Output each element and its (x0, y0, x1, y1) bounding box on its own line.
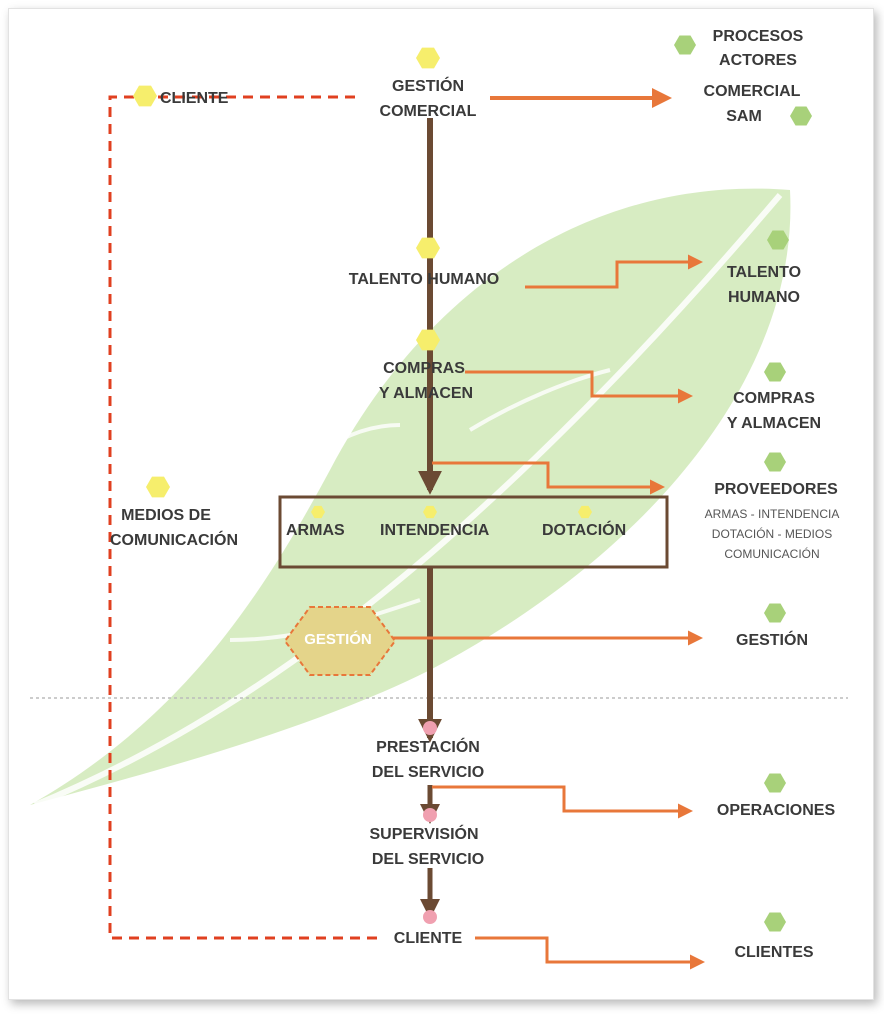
label-gestion-hexagon: GESTIÓN (304, 631, 372, 648)
label-proveedores-sub-1: ARMAS - INTENDENCIA (704, 507, 840, 521)
arrow-proveedores (432, 461, 665, 495)
label-clientes: CLIENTES (734, 944, 814, 961)
label-prestacion-1: PRESTACIÓN (376, 739, 480, 756)
label-proveedores-sub-2: DOTACIÓN - MEDIOS (711, 527, 833, 541)
label-supervision-1: SUPERVISIÓN (369, 826, 479, 843)
label-gestion-comercial-2: COMERCIAL (379, 103, 477, 120)
hex-right-gestion (764, 603, 786, 623)
header-procesos: PROCESOS (712, 28, 804, 45)
label-right-compras-2: Y ALMACEN (726, 415, 822, 432)
label-medios-1: MEDIOS DE (121, 507, 211, 524)
hex-proveedores (764, 452, 786, 472)
label-right-talento-2: HUMANO (728, 289, 800, 306)
gestion-hexagon (283, 606, 397, 676)
header-comercial: COMERCIAL (703, 83, 801, 100)
label-gestion-comercial-1: GESTIÓN (391, 78, 465, 95)
hex-cliente-top (133, 85, 157, 107)
pink-dot-cliente (423, 910, 437, 924)
hex-procesos-actores (674, 35, 696, 55)
label-medios-2: COMUNICACIÓN (110, 532, 238, 549)
pink-dot-prestacion (423, 721, 437, 735)
hex-gestion-comercial (416, 47, 440, 69)
label-cliente-bottom: CLIENTE (393, 930, 463, 947)
arrow-clientes (475, 936, 705, 970)
label-right-compras-1: COMPRAS (733, 390, 815, 407)
feedback-loop-line (108, 95, 380, 940)
hex-right-talento (767, 230, 789, 250)
hex-compras (416, 329, 440, 351)
hex-dotacion (578, 505, 592, 519)
hex-talento-humano (416, 237, 440, 259)
label-operaciones: OPERACIONES (716, 802, 836, 819)
label-prestacion-2: DEL SERVICIO (371, 764, 485, 781)
header-actores: ACTORES (719, 52, 797, 69)
label-supervision-2: DEL SERVICIO (371, 851, 485, 868)
label-right-talento-1: TALENTO (726, 264, 802, 281)
arrow-talento-humano (525, 254, 703, 289)
hex-armas (311, 505, 325, 519)
label-cliente-top: CLIENTE (160, 90, 229, 107)
hex-intendencia (423, 505, 437, 519)
leaf-vein (33, 193, 783, 808)
label-intendencia: INTENDENCIA (380, 522, 490, 539)
label-proveedores: PROVEEDORES (714, 481, 838, 498)
label-talento-humano: TALENTO HUMANO (348, 271, 500, 288)
hex-medios (146, 476, 170, 498)
label-armas: ARMAS (286, 522, 345, 539)
label-compras-1: COMPRAS (383, 360, 465, 377)
label-compras-2: Y ALMACEN (378, 385, 474, 402)
pink-dot-supervision (423, 808, 437, 822)
label-dotacion: DOTACIÓN (542, 522, 627, 539)
resources-box (278, 495, 669, 569)
hex-right-compras (764, 362, 786, 382)
arrow-compras (465, 370, 693, 404)
label-right-gestion: GESTIÓN (735, 632, 809, 649)
label-proveedores-sub-3: COMUNICACIÓN (724, 547, 820, 561)
hex-sam (790, 106, 812, 126)
hex-clientes (764, 912, 786, 932)
hex-operaciones (764, 773, 786, 793)
arrow-operaciones (432, 785, 693, 819)
header-sam: SAM (726, 108, 762, 125)
